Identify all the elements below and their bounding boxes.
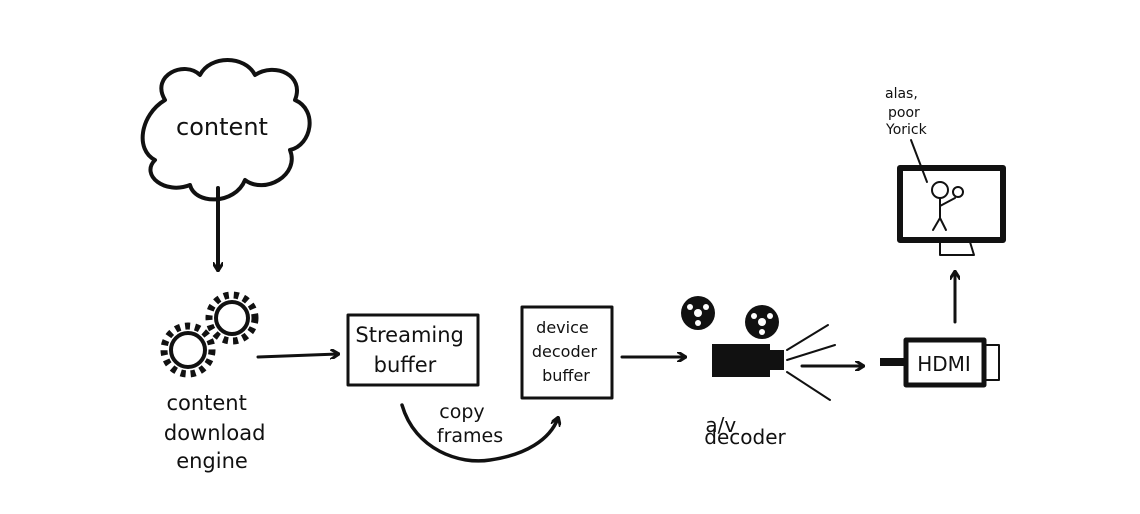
hdmi-connector: HDMI [880,337,1000,388]
content-cloud: content [140,58,312,202]
hdmi-label: HDMI [917,352,971,376]
arrow-engine-to-buffer [256,354,338,357]
quote-label: alas, poor Yorick [885,86,928,138]
device-decoder-buffer-box [520,305,614,400]
copy-frames-arrow [400,403,558,463]
copy-frames-label: copy frames [437,401,503,447]
decoder-label: a/v decoder [704,413,786,449]
gears-icon [160,291,259,378]
device-buffer-label: device decoder buffer [532,318,602,385]
engine-label: content download engine [164,391,272,473]
cloud-label: content [176,113,268,141]
streaming-buffer-label: Streaming buffer [355,323,470,377]
streaming-buffer-box [346,313,480,387]
projector-icon [681,296,836,401]
monitor-icon [897,139,1006,256]
